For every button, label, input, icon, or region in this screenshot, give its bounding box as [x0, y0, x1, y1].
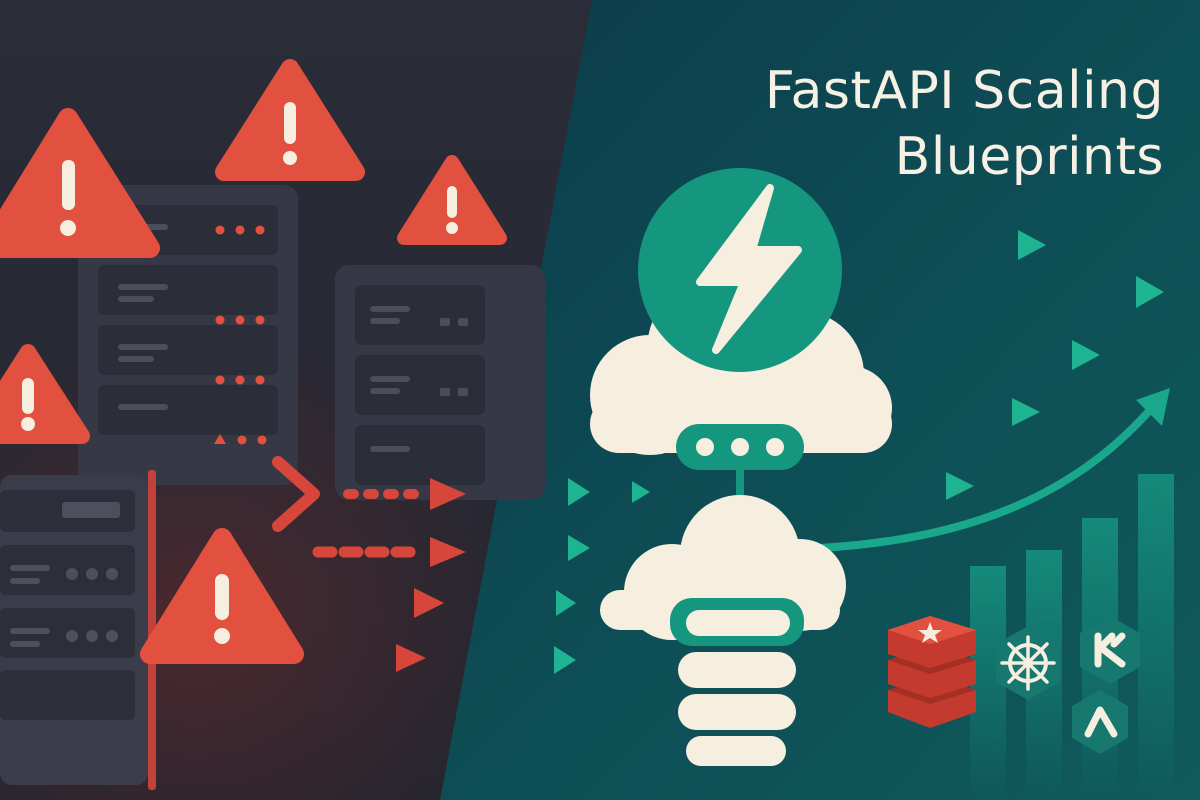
warning-triangle-icon — [0, 344, 90, 444]
connector-node — [676, 424, 804, 504]
title-line-2: Blueprints — [894, 127, 1164, 187]
title-line-1: FastAPI Scaling — [764, 61, 1164, 121]
warning-triangle-icon — [397, 155, 507, 245]
redis-stack-icon — [888, 616, 976, 728]
database-icon — [670, 598, 883, 766]
warning-triangle-icon — [215, 59, 365, 181]
red-speed-streaks — [0, 71, 564, 716]
red-arrowheads — [396, 478, 466, 672]
page-title: FastAPI Scaling Blueprints — [604, 58, 1164, 190]
server-rack-icon — [335, 265, 545, 500]
logo-badge-icon — [1072, 690, 1128, 754]
teal-arrowheads — [554, 230, 1164, 674]
lightning-bolt-icon — [638, 168, 842, 372]
logo-badge-icon — [1080, 616, 1140, 684]
teal-traffic-arrows — [436, 241, 1142, 719]
warning-triangle-icon — [140, 528, 304, 664]
kubernetes-wheel-icon — [996, 626, 1060, 700]
red-traffic-arrows — [175, 456, 425, 663]
trend-arrow-icon — [816, 388, 1170, 552]
server-rack-icon — [0, 470, 156, 790]
warning-triangle-icon — [0, 108, 160, 258]
